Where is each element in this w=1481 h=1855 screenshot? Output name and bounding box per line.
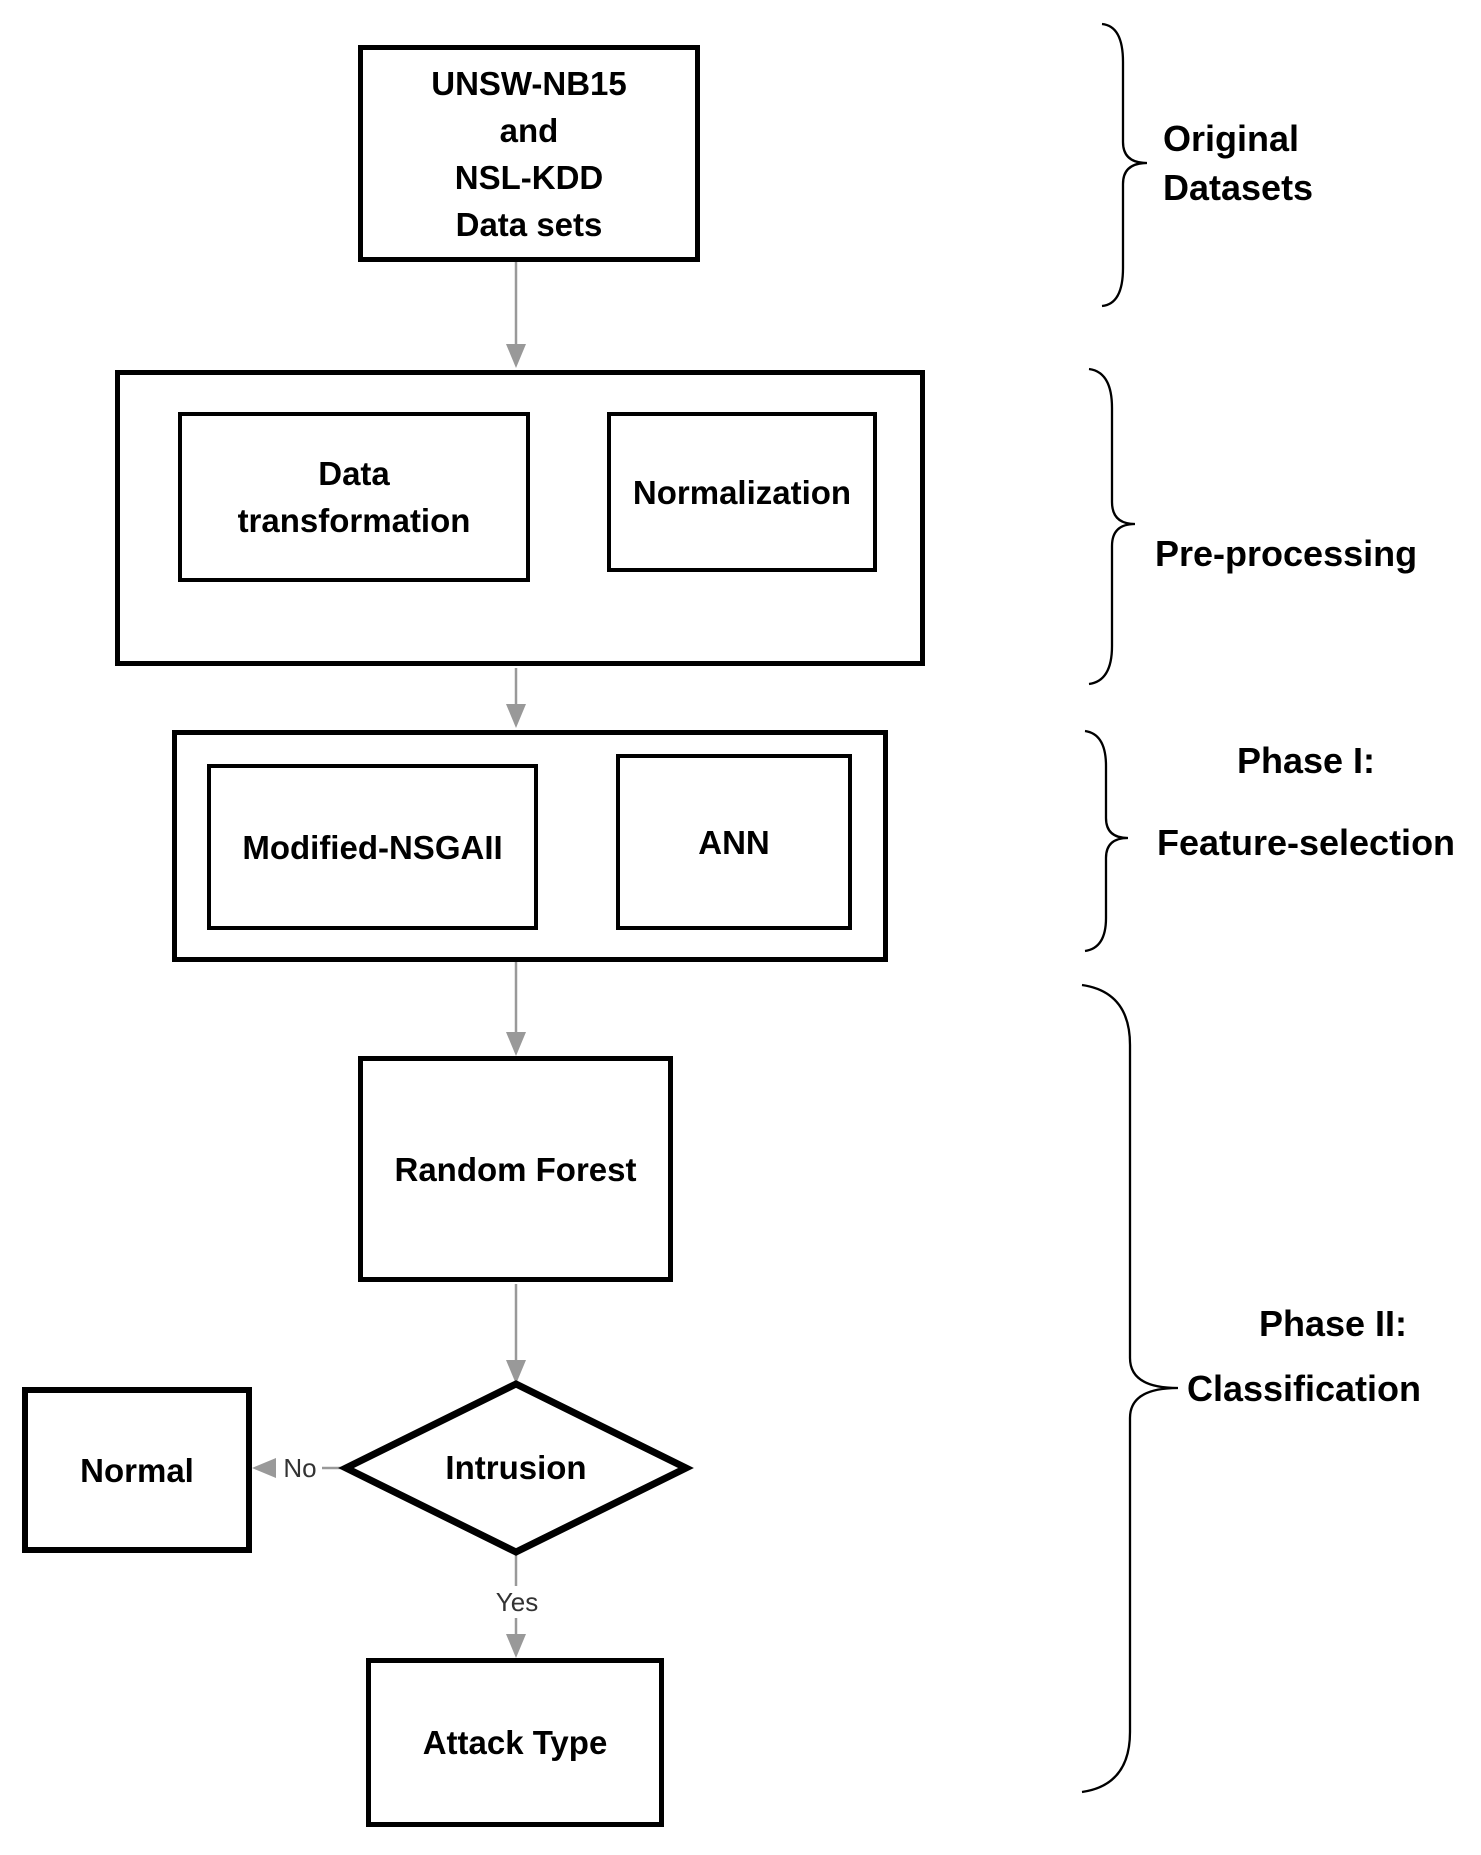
annotation-phase1-subtitle: Feature-selection bbox=[1156, 822, 1456, 863]
edge-label-yes: Yes bbox=[489, 1586, 545, 1618]
random-forest-label: Random Forest bbox=[394, 1150, 637, 1188]
random-forest-node: Random Forest bbox=[358, 1056, 673, 1282]
annotation-original-datasets: Original Datasets bbox=[1163, 114, 1313, 212]
arrow-phase1-to-random-forest bbox=[506, 956, 526, 1056]
edge-label-no: No bbox=[278, 1452, 322, 1484]
data-transformation-line: Data bbox=[318, 455, 390, 492]
brace-preprocessing bbox=[1088, 367, 1136, 686]
intrusion-decision-label: Intrusion bbox=[445, 1449, 587, 1486]
arrowhead-down-icon bbox=[506, 1032, 526, 1056]
arrowhead-left-icon bbox=[252, 1458, 276, 1478]
modified-nsgaii-label: Modified-NSGAII bbox=[242, 828, 503, 866]
arrow-preprocessing-to-phase1 bbox=[506, 668, 526, 728]
arrowhead-down-icon bbox=[506, 1634, 526, 1658]
annotation-phase2-subtitle: Classification bbox=[1186, 1368, 1422, 1409]
attack-type-node: Attack Type bbox=[366, 1658, 664, 1827]
normalization-label: Normalization bbox=[632, 473, 852, 511]
ann-node: ANN bbox=[616, 754, 852, 930]
arrowhead-down-icon bbox=[506, 344, 526, 368]
ann-label: ANN bbox=[698, 823, 770, 861]
normal-label: Normal bbox=[80, 1451, 194, 1489]
normal-node: Normal bbox=[22, 1387, 252, 1553]
datasets-line: NSL-KDD bbox=[454, 158, 604, 196]
datasets-line: Data sets bbox=[455, 205, 603, 243]
annotation-phase1-title: Phase I: bbox=[1236, 740, 1376, 781]
arrow-datasets-to-preprocessing bbox=[506, 262, 526, 368]
datasets-line: and bbox=[499, 111, 559, 149]
brace-original-datasets bbox=[1101, 22, 1148, 308]
brace-phase1 bbox=[1084, 729, 1129, 953]
datasets-line: UNSW-NB15 bbox=[431, 64, 627, 102]
arrowhead-down-icon bbox=[506, 1360, 526, 1384]
data-transformation-node: Data transformation bbox=[178, 412, 530, 582]
modified-nsgaii-node: Modified-NSGAII bbox=[207, 764, 538, 930]
attack-type-label: Attack Type bbox=[422, 1724, 608, 1761]
intrusion-decision-diamond bbox=[338, 1380, 694, 1556]
annotation-preprocessing: Pre-processing bbox=[1155, 533, 1418, 574]
annotation-phase2-title: Phase II: bbox=[1258, 1303, 1408, 1344]
arrowhead-down-icon bbox=[506, 704, 526, 728]
annotation-line: Datasets bbox=[1163, 167, 1314, 208]
arrow-random-forest-to-intrusion bbox=[506, 1284, 526, 1384]
data-transformation-line: transformation bbox=[237, 502, 471, 539]
brace-phase2 bbox=[1081, 983, 1179, 1794]
annotation-line: Original bbox=[1163, 118, 1300, 159]
datasets-node: UNSW-NB15 and NSL-KDD Data sets bbox=[358, 45, 700, 262]
normalization-node: Normalization bbox=[607, 412, 877, 572]
